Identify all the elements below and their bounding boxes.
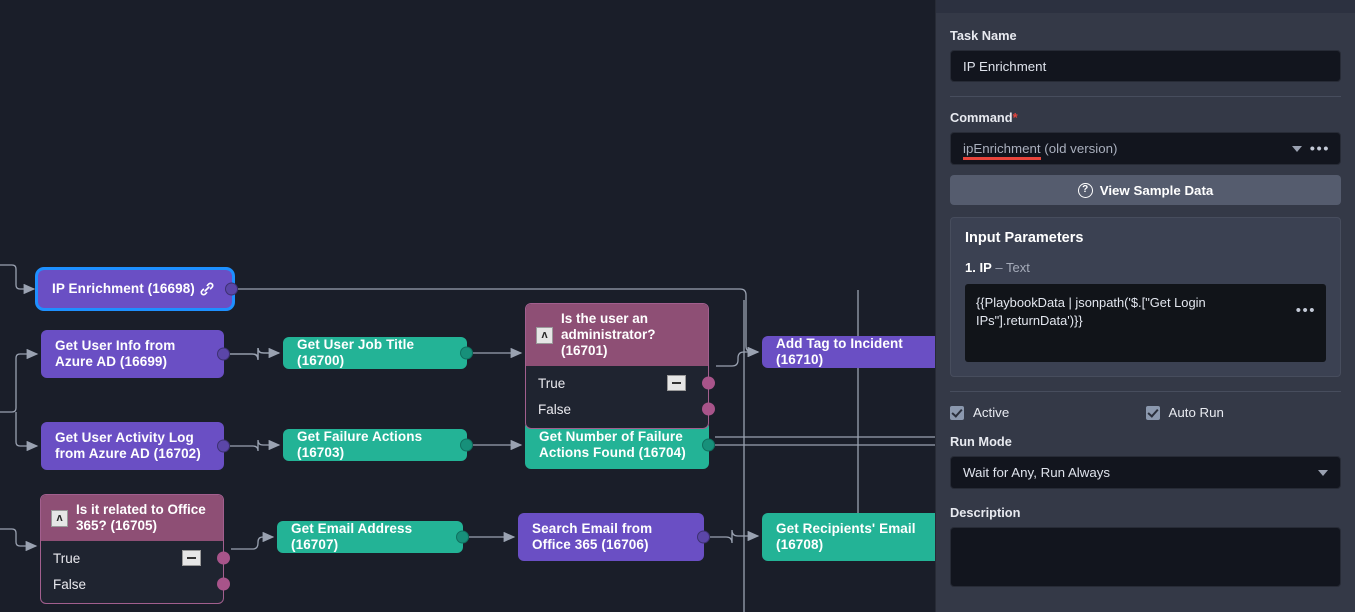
conditional-header: ʌ Is the user an administrator? (16701): [526, 304, 708, 366]
node-conditional-is-user-administrator[interactable]: ʌ Is the user an administrator? (16701) …: [525, 303, 715, 429]
conditional-title: Is the user an administrator? (16701): [561, 311, 656, 358]
auto-run-label: Auto Run: [1168, 405, 1224, 420]
param-value-text: {{PlaybookData | jsonpath('$.["Get Login…: [976, 295, 1206, 328]
node-output-port[interactable]: [460, 346, 473, 360]
param-value-input[interactable]: {{PlaybookData | jsonpath('$.["Get Login…: [965, 284, 1326, 362]
input-parameters-card: Input Parameters 1. IP – Text {{Playbook…: [950, 217, 1341, 377]
param-header: 1. IP – Text: [965, 260, 1326, 275]
node-label: Get Failure Actions (16703): [297, 429, 427, 460]
param-name: IP: [979, 260, 992, 275]
divider: [950, 391, 1341, 392]
active-checkbox-row[interactable]: Active: [950, 405, 1146, 420]
branch-label: True: [53, 550, 81, 566]
panel-header-strip: [936, 0, 1355, 13]
branch-label: False: [538, 401, 572, 417]
condition-icon: ʌ: [536, 326, 553, 344]
required-marker: *: [1012, 110, 1018, 125]
command-value: ipEnrichment (old version): [963, 141, 1118, 160]
branch-output-port[interactable]: [702, 376, 715, 390]
collapse-icon[interactable]: [182, 550, 201, 566]
node-ip-enrichment[interactable]: IP Enrichment (16698): [35, 267, 238, 311]
description-label: Description: [950, 505, 1021, 520]
command-select[interactable]: ipEnrichment (old version) •••: [950, 132, 1341, 165]
node-label: Get Number of Failure Actions Found (167…: [539, 429, 687, 460]
node-get-failure-actions[interactable]: Get Failure Actions (16703): [283, 429, 473, 461]
node-output-port[interactable]: [697, 530, 710, 544]
divider: [950, 96, 1341, 97]
run-mode-select[interactable]: Wait for Any, Run Always: [950, 456, 1341, 489]
node-add-tag-to-incident[interactable]: Add Tag to Incident (16710): [762, 336, 935, 368]
condition-icon: ʌ: [51, 509, 68, 527]
conditional-branches: True False: [526, 366, 715, 428]
node-conditional-is-related-office-365[interactable]: ʌ Is it related to Office 365? (16705) T…: [40, 494, 230, 604]
conditional-title: Is it related to Office 365? (16705): [76, 502, 206, 533]
node-label: Get User Info from Azure AD (16699): [55, 338, 179, 369]
branch-output-port[interactable]: [217, 577, 230, 591]
input-parameters-title: Input Parameters: [965, 230, 1084, 246]
question-circle-icon: ?: [1077, 182, 1093, 198]
branch-true[interactable]: True: [526, 370, 715, 396]
node-output-port[interactable]: [456, 530, 469, 544]
active-label: Active: [973, 405, 1010, 420]
task-name-input[interactable]: IP Enrichment: [950, 50, 1341, 82]
task-details-panel: Task Name IP Enrichment Command* ipEnric…: [935, 0, 1355, 612]
node-label: Add Tag to Incident (16710): [776, 336, 907, 367]
node-output-port[interactable]: [460, 438, 473, 452]
branch-output-port[interactable]: [217, 551, 230, 565]
node-label: IP Enrichment (16698): [52, 281, 195, 296]
node-output-port[interactable]: [217, 347, 230, 361]
node-get-user-job-title[interactable]: Get User Job Title (16700): [283, 337, 473, 369]
node-get-user-activity-log[interactable]: Get User Activity Log from Azure AD (167…: [41, 422, 230, 470]
branch-true[interactable]: True: [41, 545, 230, 571]
param-index: 1.: [965, 260, 976, 275]
collapse-icon[interactable]: [667, 375, 686, 391]
command-value-underlined: ipEnrichment: [963, 141, 1041, 160]
playbook-canvas[interactable]: IP Enrichment (16698) Get User Info from…: [0, 0, 935, 612]
checkbox-icon[interactable]: [1145, 405, 1160, 420]
node-label: Get Email Address (16707): [291, 521, 417, 552]
node-output-port[interactable]: [217, 439, 230, 453]
node-search-email-office-365[interactable]: Search Email from Office 365 (16706): [518, 513, 710, 561]
conditional-branches: True False: [41, 541, 230, 603]
node-get-recipients-email[interactable]: Get Recipients' Email (16708): [762, 513, 935, 561]
node-output-port[interactable]: [225, 282, 238, 296]
branch-false[interactable]: False: [41, 571, 230, 597]
auto-run-checkbox-row[interactable]: Auto Run: [1145, 405, 1342, 420]
run-mode-label: Run Mode: [950, 434, 1012, 449]
view-sample-data-label: View Sample Data: [1099, 182, 1214, 198]
param-type: – Text: [995, 260, 1030, 275]
node-get-user-info-azure-ad[interactable]: Get User Info from Azure AD (16699): [41, 330, 230, 378]
node-label: Get Recipients' Email (16708): [776, 521, 920, 552]
ellipsis-icon[interactable]: •••: [1309, 140, 1330, 157]
link-icon: [198, 280, 216, 298]
run-mode-value: Wait for Any, Run Always: [963, 465, 1111, 480]
task-name-label: Task Name: [950, 28, 1017, 43]
branch-false[interactable]: False: [526, 396, 715, 422]
ellipsis-icon[interactable]: •••: [1295, 302, 1316, 319]
description-textarea[interactable]: [950, 527, 1341, 587]
node-label: Get User Job Title (16700): [297, 337, 418, 368]
view-sample-data-button[interactable]: ? View Sample Data: [950, 175, 1341, 205]
node-output-port[interactable]: [702, 438, 715, 452]
node-label: Search Email from Office 365 (16706): [532, 521, 657, 552]
command-label: Command*: [950, 110, 1018, 125]
chevron-down-icon[interactable]: [1292, 145, 1302, 152]
conditional-header: ʌ Is it related to Office 365? (16705): [41, 495, 223, 541]
branch-label: False: [53, 576, 87, 592]
node-get-number-of-failure-actions-found[interactable]: Get Number of Failure Actions Found (167…: [525, 421, 715, 469]
command-value-rest: (old version): [1040, 141, 1118, 156]
node-get-email-address[interactable]: Get Email Address (16707): [277, 521, 469, 553]
task-name-value: IP Enrichment: [963, 58, 1047, 74]
branch-output-port[interactable]: [702, 402, 715, 416]
branch-label: True: [538, 375, 566, 391]
checkbox-icon[interactable]: [950, 405, 964, 420]
chevron-down-icon[interactable]: [1318, 469, 1328, 476]
node-label: Get User Activity Log from Azure AD (167…: [55, 430, 201, 461]
